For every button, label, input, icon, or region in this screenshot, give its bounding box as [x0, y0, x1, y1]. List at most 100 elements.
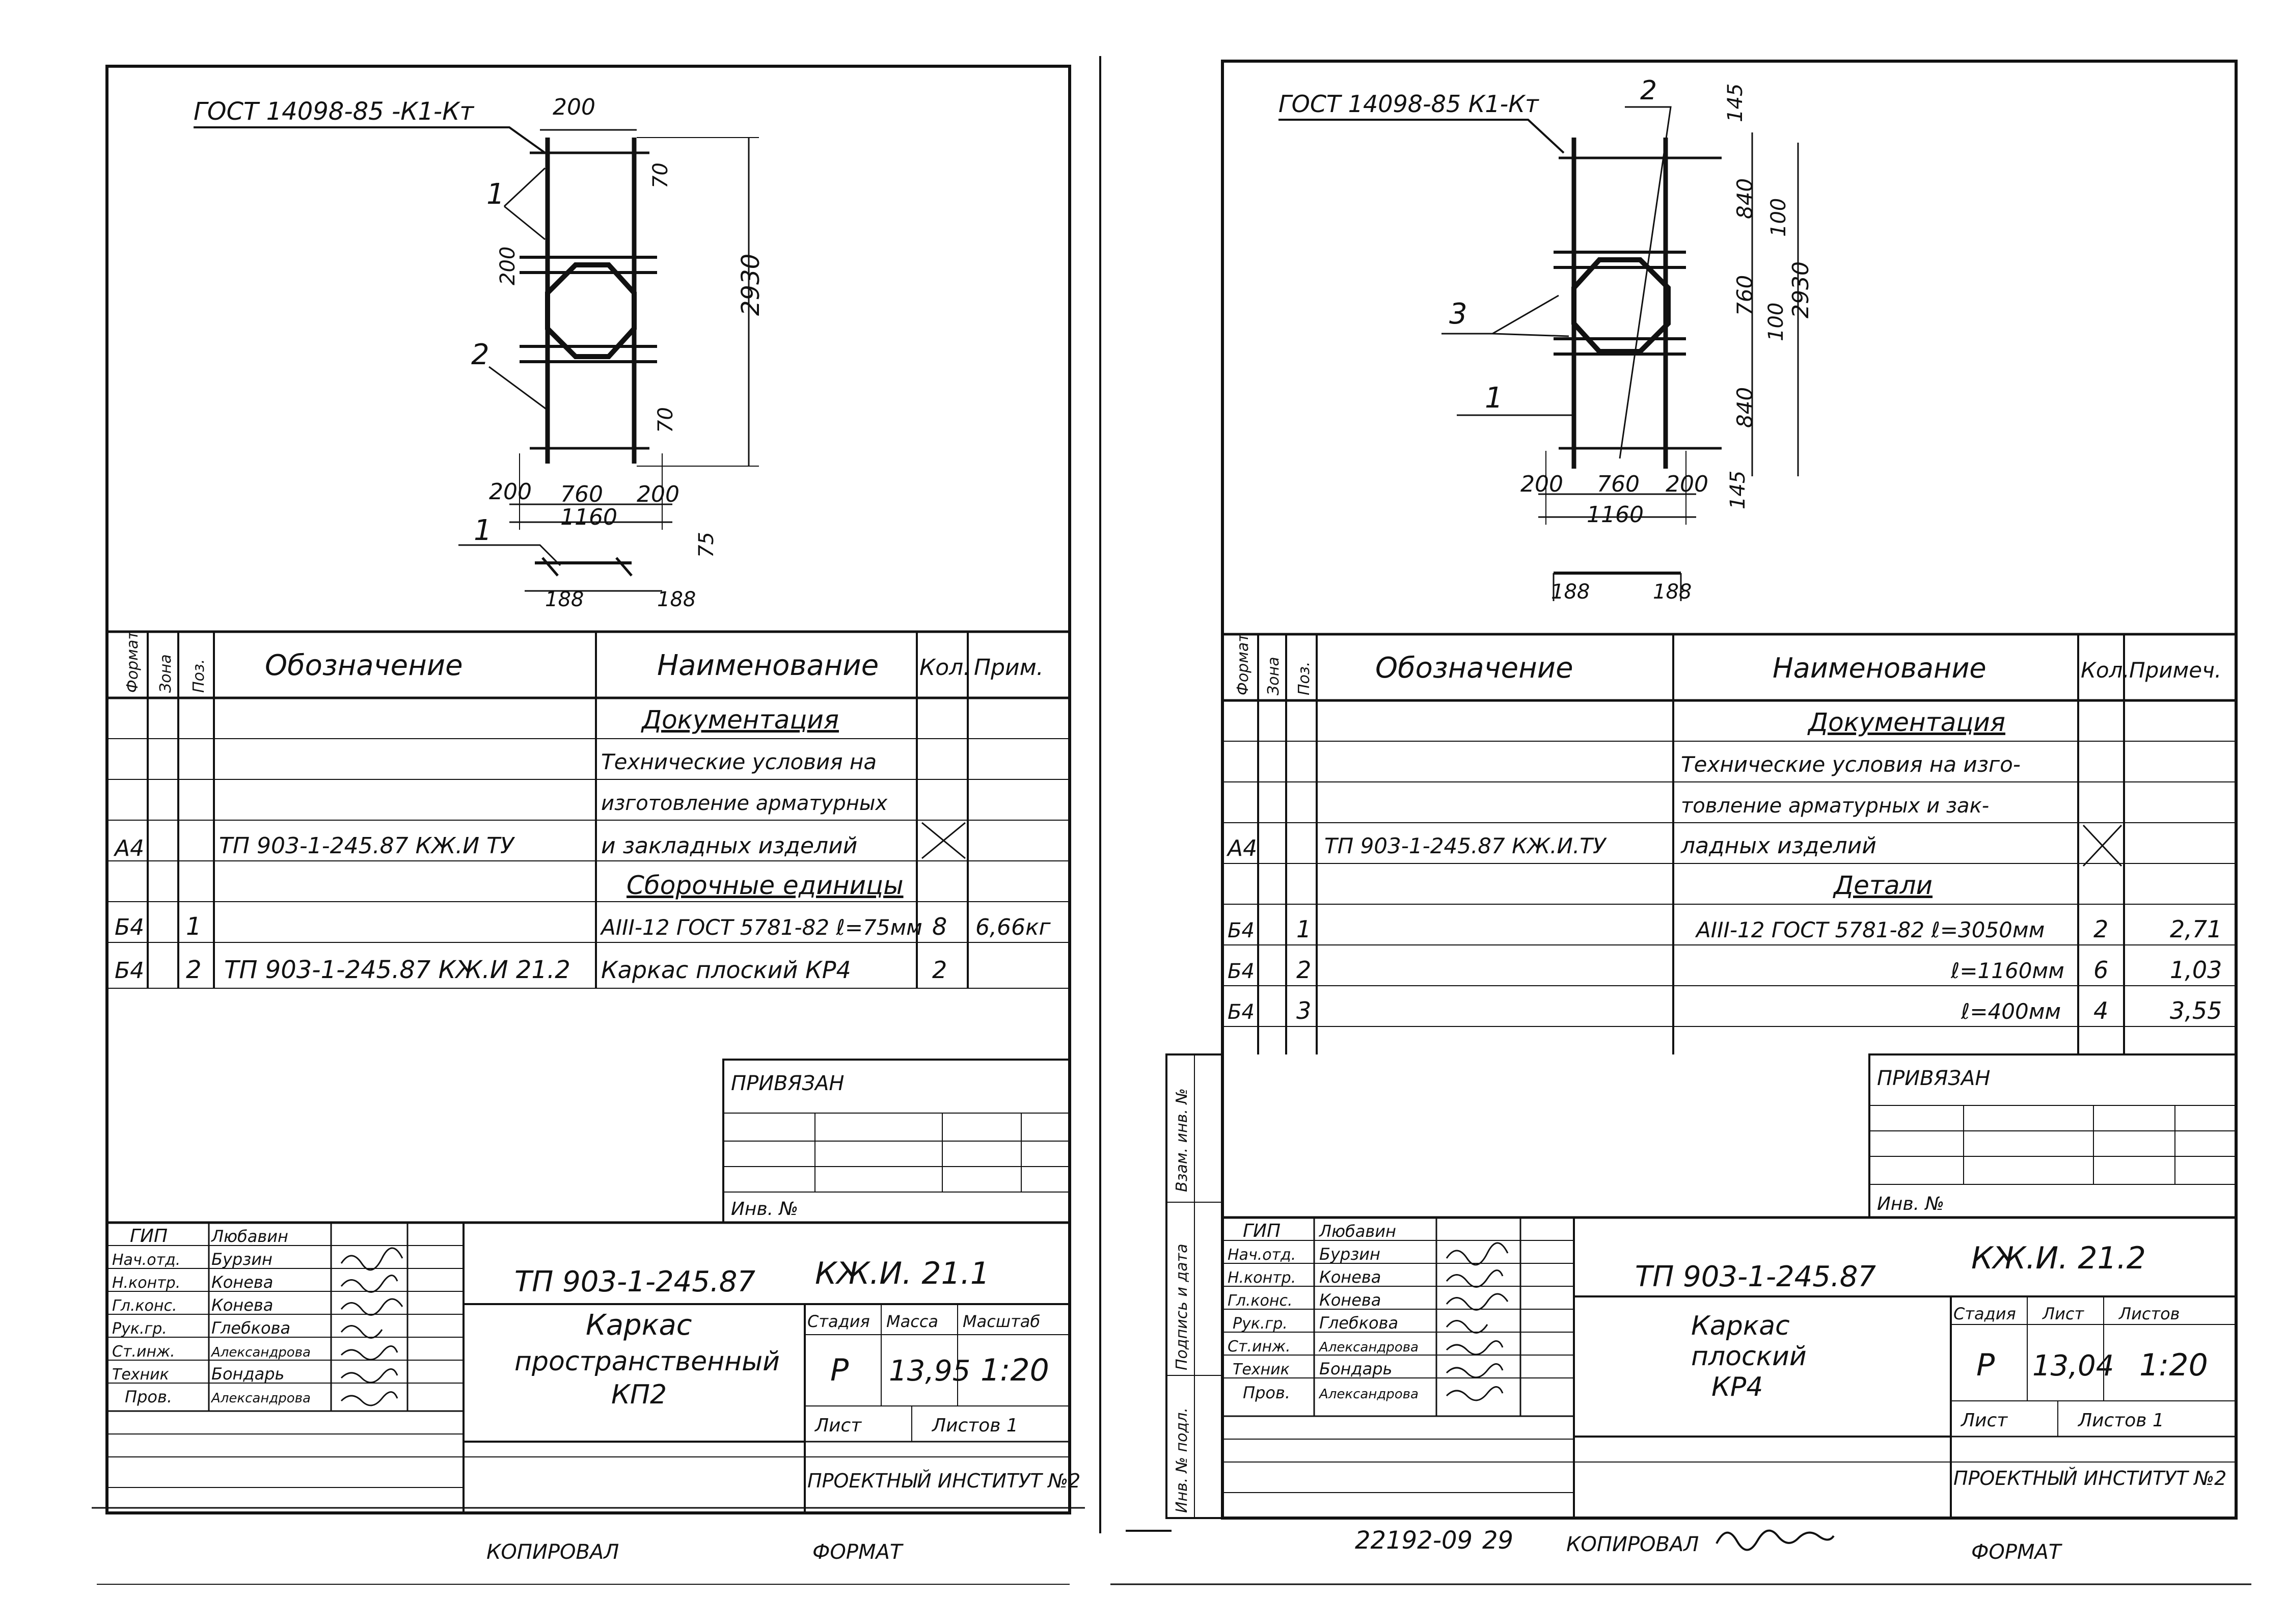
row-5-format: Б4 [115, 914, 144, 940]
row-r5-pos: 1 [1296, 915, 1311, 943]
row-r5-qty: 2 [2093, 915, 2108, 943]
role-r3: Гл.конс. [1228, 1292, 1293, 1310]
role-3: Гл.конс. [112, 1297, 177, 1315]
side-labels: Взам. инв. № Подпись и дата Инв. № подл. [1165, 1053, 1223, 1519]
row-r3-format: А4 [1226, 835, 1257, 861]
scale-value: 1:20 [981, 1352, 1049, 1388]
title-line-1: пространственный [514, 1346, 780, 1377]
sheet-left: ГОСТ 14098-85 -К1-Кт 200 70 200 2930 [92, 56, 1101, 1564]
sheet-right: Взам. инв. № Подпись и дата Инв. № подл.… [97, 60, 2251, 1585]
sheet-right-frame [1221, 60, 2238, 1520]
role-r2: Н.контр. [1228, 1269, 1296, 1287]
sheet-label-right: Лист [1960, 1410, 2008, 1431]
title-line-0: Каркас [586, 1309, 692, 1342]
gost-note-right: ГОСТ 14098-85 К1-Кт [1278, 90, 1539, 118]
name-0: Любавин [211, 1227, 288, 1246]
dim-bottom-70: 70 [654, 407, 677, 433]
row-3-designation: ТП 903-1-245.87 КЖ.И ТУ [219, 833, 515, 859]
hdr-zone: Зона [157, 654, 175, 693]
row-5-name: АIII-12 ГОСТ 5781-82 ℓ=75мм [600, 915, 922, 940]
dim-top-145: 145 [1724, 84, 1747, 122]
dim-detail-188-right-right: 188 [1653, 580, 1692, 604]
name-r0: Любавин [1319, 1222, 1396, 1241]
page-number: 29 [1482, 1526, 1513, 1555]
name-r2: Конева [1319, 1267, 1381, 1287]
dim-left-200: 200 [496, 247, 520, 285]
dim-detail-188-right: 188 [657, 588, 696, 611]
row-5-note: 6,66кг [975, 914, 1051, 940]
title-line-2: КП2 [611, 1379, 667, 1410]
role-0: ГИП [130, 1226, 168, 1247]
dim-bot-200-right: 200 [637, 481, 679, 507]
dim-detail-75: 75 [695, 532, 718, 558]
callout-3: 3 [1449, 297, 1467, 331]
row-r7-name: ℓ=400мм [1961, 999, 2061, 1024]
dim-bot-1160-right: 1160 [1587, 502, 1644, 528]
row-r5-note: 2,71 [2170, 915, 2222, 943]
hdr-format-right: Формат [1234, 633, 1252, 695]
name-r7: Александрова [1318, 1387, 1419, 1402]
row-6-pos: 2 [186, 956, 202, 984]
callout-1-right: 1 [1485, 382, 1503, 415]
name-r6: Бондарь [1319, 1359, 1392, 1378]
sheet-left-frame [105, 65, 1071, 1514]
org-name-right: ПРОЕКТНЫЙ ИНСТИТУТ №2 [1953, 1467, 2226, 1490]
hdr-format: Формат [124, 630, 142, 693]
org-name: ПРОЕКТНЫЙ ИНСТИТУТ №2 [807, 1470, 1080, 1492]
name-4: Глебкова [211, 1318, 290, 1338]
sheet-label: Лист [814, 1415, 862, 1436]
spec-table-left: Формат Зона Поз. Обозначение Наименовани… [107, 630, 1070, 989]
hdr-zone-right: Зона [1265, 657, 1283, 695]
dim-bot-145: 145 [1726, 471, 1750, 509]
row-r3-designation: ТП 903-1-245.87 КЖ.И.ТУ [1324, 833, 1607, 858]
row-3-name: и закладных изделий [601, 833, 857, 859]
callout-1-top: 1 [486, 178, 505, 211]
role-r4: Рук.гр. [1233, 1315, 1288, 1333]
hdr-note: Прим. [974, 655, 1044, 681]
row-r7-qty: 4 [2093, 997, 2108, 1024]
project-code-right: ТП 903-1-245.87 [1635, 1260, 1876, 1293]
sheet-col-label-right: Лист [2042, 1304, 2084, 1323]
role-6: Техник [112, 1366, 169, 1384]
row-0-name: Документация [641, 705, 839, 735]
name-3: Конева [211, 1295, 273, 1315]
row-r6-qty: 6 [2093, 956, 2108, 984]
mass-value-right: 13,04 [2032, 1349, 2114, 1383]
dim-detail-188-left-right: 188 [1551, 580, 1590, 604]
dim-top-70: 70 [649, 163, 672, 188]
dim-height-2930-right: 2930 [1788, 261, 1814, 318]
dim-bot-760-right: 760 [1597, 471, 1640, 497]
copied-label-left: КОПИРОВАЛ [486, 1540, 619, 1564]
frame-drawing-left: ГОСТ 14098-85 -К1-Кт 200 70 200 2930 [194, 94, 765, 611]
inv-label: Инв. № [731, 1199, 798, 1220]
row-r7-pos: 3 [1296, 997, 1311, 1024]
side-label-1: Подпись и дата [1173, 1244, 1191, 1371]
format-label-right: ФОРМАТ [1971, 1540, 2063, 1564]
row-5-qty: 8 [932, 913, 947, 940]
hdr-designation-right: Обозначение [1375, 652, 1573, 685]
doc-code-right: КЖ.И. 21.2 [1971, 1240, 2146, 1276]
dim-height-2930: 2930 [737, 254, 765, 316]
hdr-name-right: Наименование [1773, 652, 1986, 684]
title-stamp-right: ГИП Нач.отд. Н.контр. Гл.конс. Рук.гр. С… [1222, 1216, 2236, 1518]
name-r3: Конева [1319, 1290, 1381, 1310]
title-r1: плоский [1691, 1341, 1807, 1372]
side-label-0: Взам. инв. № [1173, 1088, 1191, 1192]
dim-detail-188-left: 188 [545, 588, 584, 611]
role-r1: Нач.отд. [1228, 1246, 1296, 1264]
hdr-name: Наименование [657, 649, 879, 682]
role-r7: Пров. [1243, 1383, 1290, 1402]
dim-bot-760: 760 [560, 481, 603, 507]
row-r6-format: Б4 [1228, 960, 1255, 983]
callout-2-right: 2 [1640, 75, 1657, 106]
row-r7-note: 3,55 [2170, 997, 2222, 1024]
copy-signature [1716, 1529, 1835, 1551]
title-r2: КР4 [1711, 1372, 1763, 1402]
stage-value: Р [830, 1352, 849, 1388]
row-r5-name: АIII-12 ГОСТ 5781-82 ℓ=3050мм [1695, 917, 2045, 942]
attached-block-left: ПРИВЯЗАН Инв. № [722, 1059, 1071, 1224]
hdr-qty-right: Кол. [2081, 658, 2130, 683]
dim-760-vert: 760 [1732, 275, 1757, 316]
attached-label: ПРИВЯЗАН [731, 1072, 844, 1095]
callout-1-bottom: 1 [474, 514, 492, 547]
